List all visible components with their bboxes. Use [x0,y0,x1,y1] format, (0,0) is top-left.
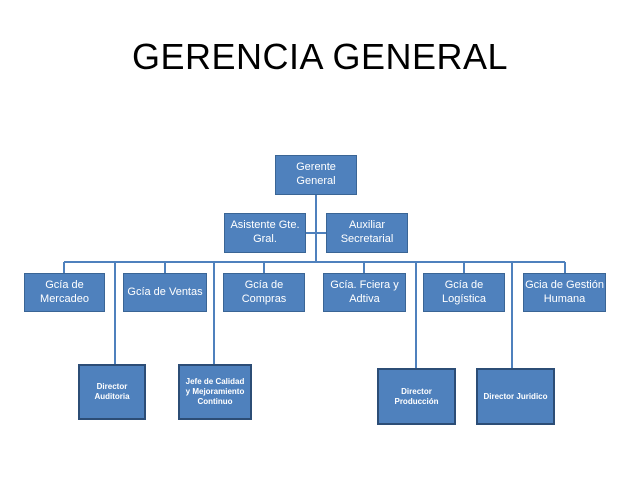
sub-unit-box-calidad: Jefe de Calidad y Mejoramiento Continuo [178,364,252,420]
sub-unit-box-auditoria: Director Auditoria [78,364,146,420]
sub-unit-box-juridico: Director Juridico [476,368,555,425]
department-box-mercadeo: Gcía de Mercadeo [24,273,105,312]
page-title: GERENCIA GENERAL [131,36,509,77]
department-box-financiera: Gcía. Fciera y Adtiva [323,273,406,312]
asistente-gerente-box: Asistente Gte. Gral. [224,213,306,253]
auxiliar-secretarial-box: Auxiliar Secretarial [326,213,408,253]
department-box-logistica: Gcía de Logística [423,273,505,312]
gerente-general-box: Gerente General [275,155,357,195]
department-box-compras: Gcía de Compras [223,273,305,312]
sub-unit-box-produccion: Director Producción [377,368,456,425]
department-box-ventas: Gcía de Ventas [123,273,207,312]
department-box-gestion-humana: Gcia de Gestión Humana [523,273,606,312]
